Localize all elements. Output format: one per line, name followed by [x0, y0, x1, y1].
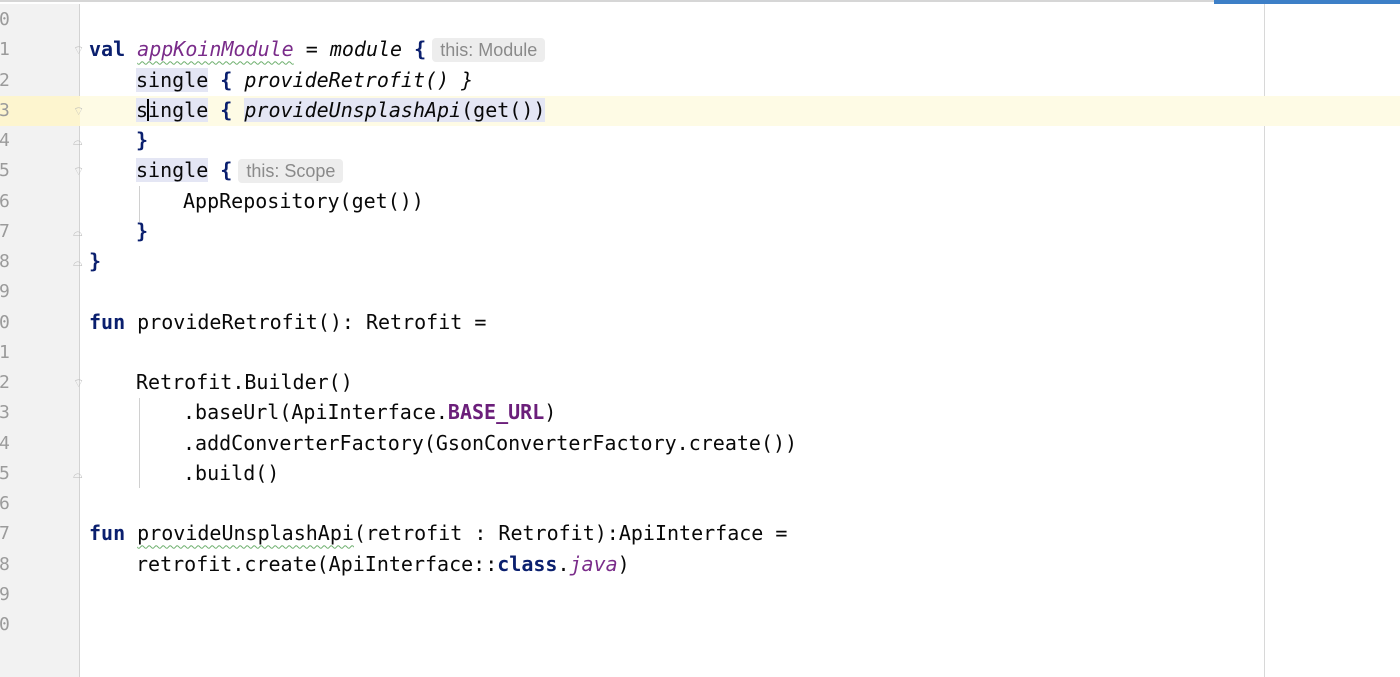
code-text: .addConverterFactory(GsonConverterFactor… [183, 430, 798, 455]
constant: BASE_URL [447, 400, 545, 425]
line-number: 11 [0, 39, 11, 61]
code-text: .baseUrl(ApiInterface. [183, 400, 448, 425]
indent-guide [139, 398, 140, 488]
code-line[interactable]: 13 ⌔ single { provideUnsplashApi(get()) [0, 95, 1400, 125]
line-number: 26 [0, 493, 11, 514]
code-text: (get()) [461, 97, 546, 122]
line-number: 28 [0, 553, 11, 575]
function-call: provideUnsplashApi [244, 97, 462, 122]
code-line[interactable]: 14 ⌓ } [0, 125, 1400, 155]
fold-start-icon[interactable]: ⌔ [73, 164, 85, 179]
code-line[interactable]: 19 [0, 276, 1400, 306]
code-text: AppRepository(get()) [183, 188, 424, 213]
fold-start-icon[interactable]: ⌔ [73, 376, 85, 390]
indent-guide [139, 186, 140, 222]
code-line[interactable]: 21 [0, 337, 1400, 367]
code-text: retrofit.create(ApiInterface:: [136, 551, 498, 576]
code-line[interactable]: 22 ⌔ Retrofit.Builder() [0, 367, 1400, 397]
code-text: () } [425, 67, 474, 92]
fold-end-icon[interactable]: ⌓ [73, 255, 83, 269]
code-line[interactable]: 20 fun provideRetrofit(): Retrofit = [0, 307, 1400, 337]
code-line[interactable]: 28 retrofit.create(ApiInterface::class.j… [0, 549, 1400, 579]
line-number: 15 [0, 160, 11, 182]
inlay-hint: this: Scope [238, 159, 344, 184]
line-number: 24 [0, 432, 11, 454]
keyword: class [497, 551, 558, 576]
code-line[interactable]: 11 ⌔ val appKoinModule = module {this: M… [0, 34, 1400, 64]
line-number: 21 [0, 341, 11, 363]
code-line[interactable]: 25 ⌓ .build() [0, 458, 1400, 488]
code-line[interactable]: 17 ⌓ } [0, 216, 1400, 246]
code-text: single [136, 158, 209, 183]
line-number: 23 [0, 402, 11, 424]
brace: { [208, 97, 245, 122]
code-line[interactable]: 26 [0, 488, 1400, 518]
property: java [569, 551, 618, 576]
line-number: 20 [0, 311, 11, 333]
line-number: 27 [0, 523, 11, 545]
code-line[interactable]: 29 [0, 579, 1400, 609]
line-number: 16 [0, 190, 11, 212]
line-number: 10 [0, 9, 11, 30]
code-line[interactable]: 10 [0, 4, 1400, 34]
code-text: ingle [148, 97, 209, 122]
brace: { [208, 67, 245, 92]
brace: { [402, 37, 427, 62]
code-text: = [293, 37, 330, 62]
keyword: fun [89, 309, 126, 334]
keyword: fun [89, 521, 126, 546]
identifier: appKoinModule [137, 37, 294, 62]
code-text: ) [544, 400, 557, 425]
editor-top-border [0, 0, 1214, 2]
function-name: provideUnsplashApi [137, 521, 354, 546]
code-line[interactable]: 24 .addConverterFactory(GsonConverterFac… [0, 428, 1400, 458]
code-text: provideRetrofit(): Retrofit = [125, 309, 487, 334]
code-line[interactable]: 15 ⌔ single {this: Scope [0, 155, 1400, 185]
code-line[interactable]: 16 AppRepository(get()) [0, 186, 1400, 216]
code-line[interactable]: 18 ⌓ } [0, 246, 1400, 276]
scroll-indicator[interactable] [1214, 0, 1400, 4]
line-number: 19 [0, 281, 11, 303]
code-text: single [136, 67, 209, 92]
code-text: . [557, 551, 570, 576]
line-number: 30 [0, 614, 11, 635]
code-line[interactable]: 23 .baseUrl(ApiInterface.BASE_URL) [0, 397, 1400, 427]
line-number: 29 [0, 583, 11, 605]
code-text [125, 521, 137, 545]
current-line-highlight [0, 96, 1400, 126]
function-call: provideRetrofit [244, 67, 425, 92]
line-number: 13 [0, 99, 11, 121]
fold-start-icon[interactable]: ⌔ [73, 103, 85, 118]
fold-end-icon[interactable]: ⌓ [73, 134, 83, 148]
fold-start-icon[interactable]: ⌔ [73, 43, 85, 58]
brace: { [208, 158, 233, 183]
code-text: s [136, 97, 149, 122]
function-call: module [329, 37, 403, 62]
code-text: .build() [183, 460, 280, 485]
right-margin-guide [1264, 4, 1265, 677]
line-number: 22 [0, 372, 11, 393]
code-line[interactable]: 27 fun provideUnsplashApi(retrofit : Ret… [0, 518, 1400, 548]
fold-end-icon[interactable]: ⌓ [73, 466, 83, 481]
line-number: 14 [0, 130, 11, 151]
code-text: Retrofit.Builder() [136, 370, 353, 394]
line-number: 25 [0, 462, 11, 484]
code-line[interactable]: 12 single { provideRetrofit() } [0, 65, 1400, 95]
line-number: 17 [0, 220, 11, 242]
keyword: val [89, 37, 126, 62]
code-editor[interactable]: 10 11 ⌔ val appKoinModule = module {this… [0, 4, 1400, 639]
code-text: (retrofit : Retrofit):ApiInterface = [353, 521, 788, 546]
line-number: 18 [0, 251, 11, 272]
inlay-hint: this: Module [432, 38, 546, 63]
line-number: 12 [0, 69, 11, 91]
code-line[interactable]: 30 [0, 609, 1400, 639]
code-text: ) [617, 551, 630, 576]
fold-end-icon[interactable]: ⌓ [73, 224, 83, 239]
text-caret [147, 98, 150, 121]
brace: } [89, 249, 102, 273]
brace: } [136, 218, 149, 243]
brace: } [136, 128, 149, 152]
